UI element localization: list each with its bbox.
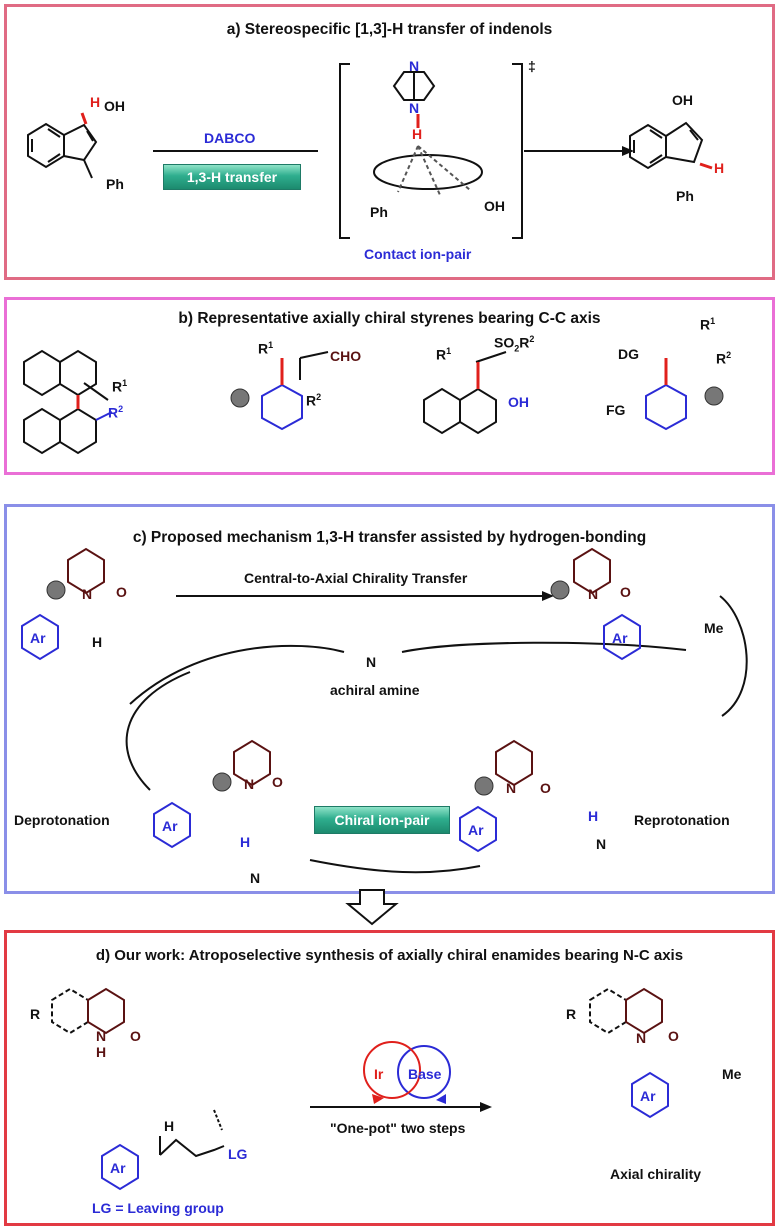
d-o-right: O (668, 1028, 679, 1044)
b-cho: CHO (330, 348, 362, 364)
d-ar-left: Ar (110, 1160, 126, 1176)
c-reprotonation: Reprotonation (634, 812, 730, 828)
c-ip2-n: N (506, 780, 517, 796)
b-fg: FG (606, 402, 626, 418)
d-me-right: Me (722, 1066, 742, 1082)
d-lg-definition: LG = Leaving group (92, 1200, 224, 1216)
dabco-n-top: N (409, 58, 420, 74)
c-sm-h: H (92, 634, 103, 650)
c-deprotonation: Deprotonation (14, 812, 110, 828)
chiral-ion-pair-tag: Chiral ion-pair (314, 806, 450, 834)
ts-oh-label: OH (484, 198, 505, 214)
b-r2-d: R2 (716, 350, 732, 367)
ph-label-left: Ph (106, 176, 124, 192)
d-ir-label: Ir (374, 1066, 384, 1082)
dabco-reagent: DABCO (204, 130, 256, 146)
c-pr-o: O (620, 584, 631, 600)
c-amine-label: achiral amine (330, 682, 420, 698)
c-ip2-amine-n: N (596, 836, 607, 852)
b-so2r2: SO2R2 (494, 334, 535, 354)
d-n-left: N (96, 1028, 107, 1044)
h-label-left: H (90, 94, 101, 110)
c-ip2-h: H (588, 808, 599, 824)
contact-ion-pair-label: Contact ion-pair (364, 246, 472, 262)
panel-c-title: c) Proposed mechanism 1,3-H transfer ass… (132, 529, 647, 546)
oh-label-right: OH (672, 92, 693, 108)
ts-h-label: H (412, 126, 423, 142)
b-r1-a: R1 (112, 378, 128, 395)
dagger-mark: ‡ (528, 58, 536, 74)
oh-label-left: OH (104, 98, 125, 114)
c-ip2-ar: Ar (468, 822, 484, 838)
panel-b-title: b) Representative axially chiral styrene… (178, 310, 601, 327)
d-ar-right: Ar (640, 1088, 656, 1104)
c-pr-me: Me (704, 620, 724, 636)
c-ip1-amine-n: N (250, 870, 261, 886)
panel-c: c) Proposed mechanism 1,3-H transfer ass… (4, 504, 775, 894)
panel-d-title: d) Our work: Atroposelective synthesis o… (95, 947, 684, 964)
d-base-label: Base (408, 1066, 442, 1082)
b-oh: OH (508, 394, 529, 410)
ph-label-right: Ph (676, 188, 694, 204)
panel-a-title: a) Stereospecific [1,3]-H transfer of in… (226, 21, 553, 38)
b-dg: DG (618, 346, 639, 362)
transfer-tag: 1,3-H transfer (163, 164, 301, 190)
b-r2-a: R2 (108, 404, 124, 421)
d-n-right: N (636, 1030, 647, 1046)
d-h-allyl: H (164, 1118, 175, 1134)
c-ip1-o: O (272, 774, 283, 790)
panel-b: b) Representative axially chiral styrene… (4, 297, 775, 475)
d-lg: LG (228, 1146, 248, 1162)
d-r-right: R (566, 1006, 577, 1022)
c-amine-n: N (366, 654, 377, 670)
c-ip1-n: N (244, 776, 255, 792)
d-r-left: R (30, 1006, 41, 1022)
c-sm-n: N (82, 586, 93, 602)
h-label-right: H (714, 160, 725, 176)
panel-d: d) Our work: Atroposelective synthesis o… (4, 930, 775, 1226)
b-r1-c: R1 (436, 346, 452, 363)
c-sm-o: O (116, 584, 127, 600)
c-ip1-ar: Ar (162, 818, 178, 834)
dabco-n-bottom: N (409, 100, 420, 116)
panel-a: a) Stereospecific [1,3]-H transfer of in… (4, 4, 775, 280)
b-r1-b: R1 (258, 340, 274, 357)
d-step-label: "One-pot" two steps (330, 1120, 466, 1136)
c-sm-ar: Ar (30, 630, 46, 646)
c-pr-ar: Ar (612, 630, 628, 646)
b-r1-d: R1 (700, 316, 716, 333)
c-pr-n: N (588, 586, 599, 602)
c-transfer-label: Central-to-Axial Chirality Transfer (244, 570, 468, 586)
ts-ph-label: Ph (370, 204, 388, 220)
c-ip2-o: O (540, 780, 551, 796)
d-h-left: H (96, 1044, 107, 1060)
d-result-label: Axial chirality (610, 1166, 702, 1182)
d-o-left: O (130, 1028, 141, 1044)
b-r2-b: R2 (306, 392, 322, 409)
c-ip1-h: H (240, 834, 251, 850)
